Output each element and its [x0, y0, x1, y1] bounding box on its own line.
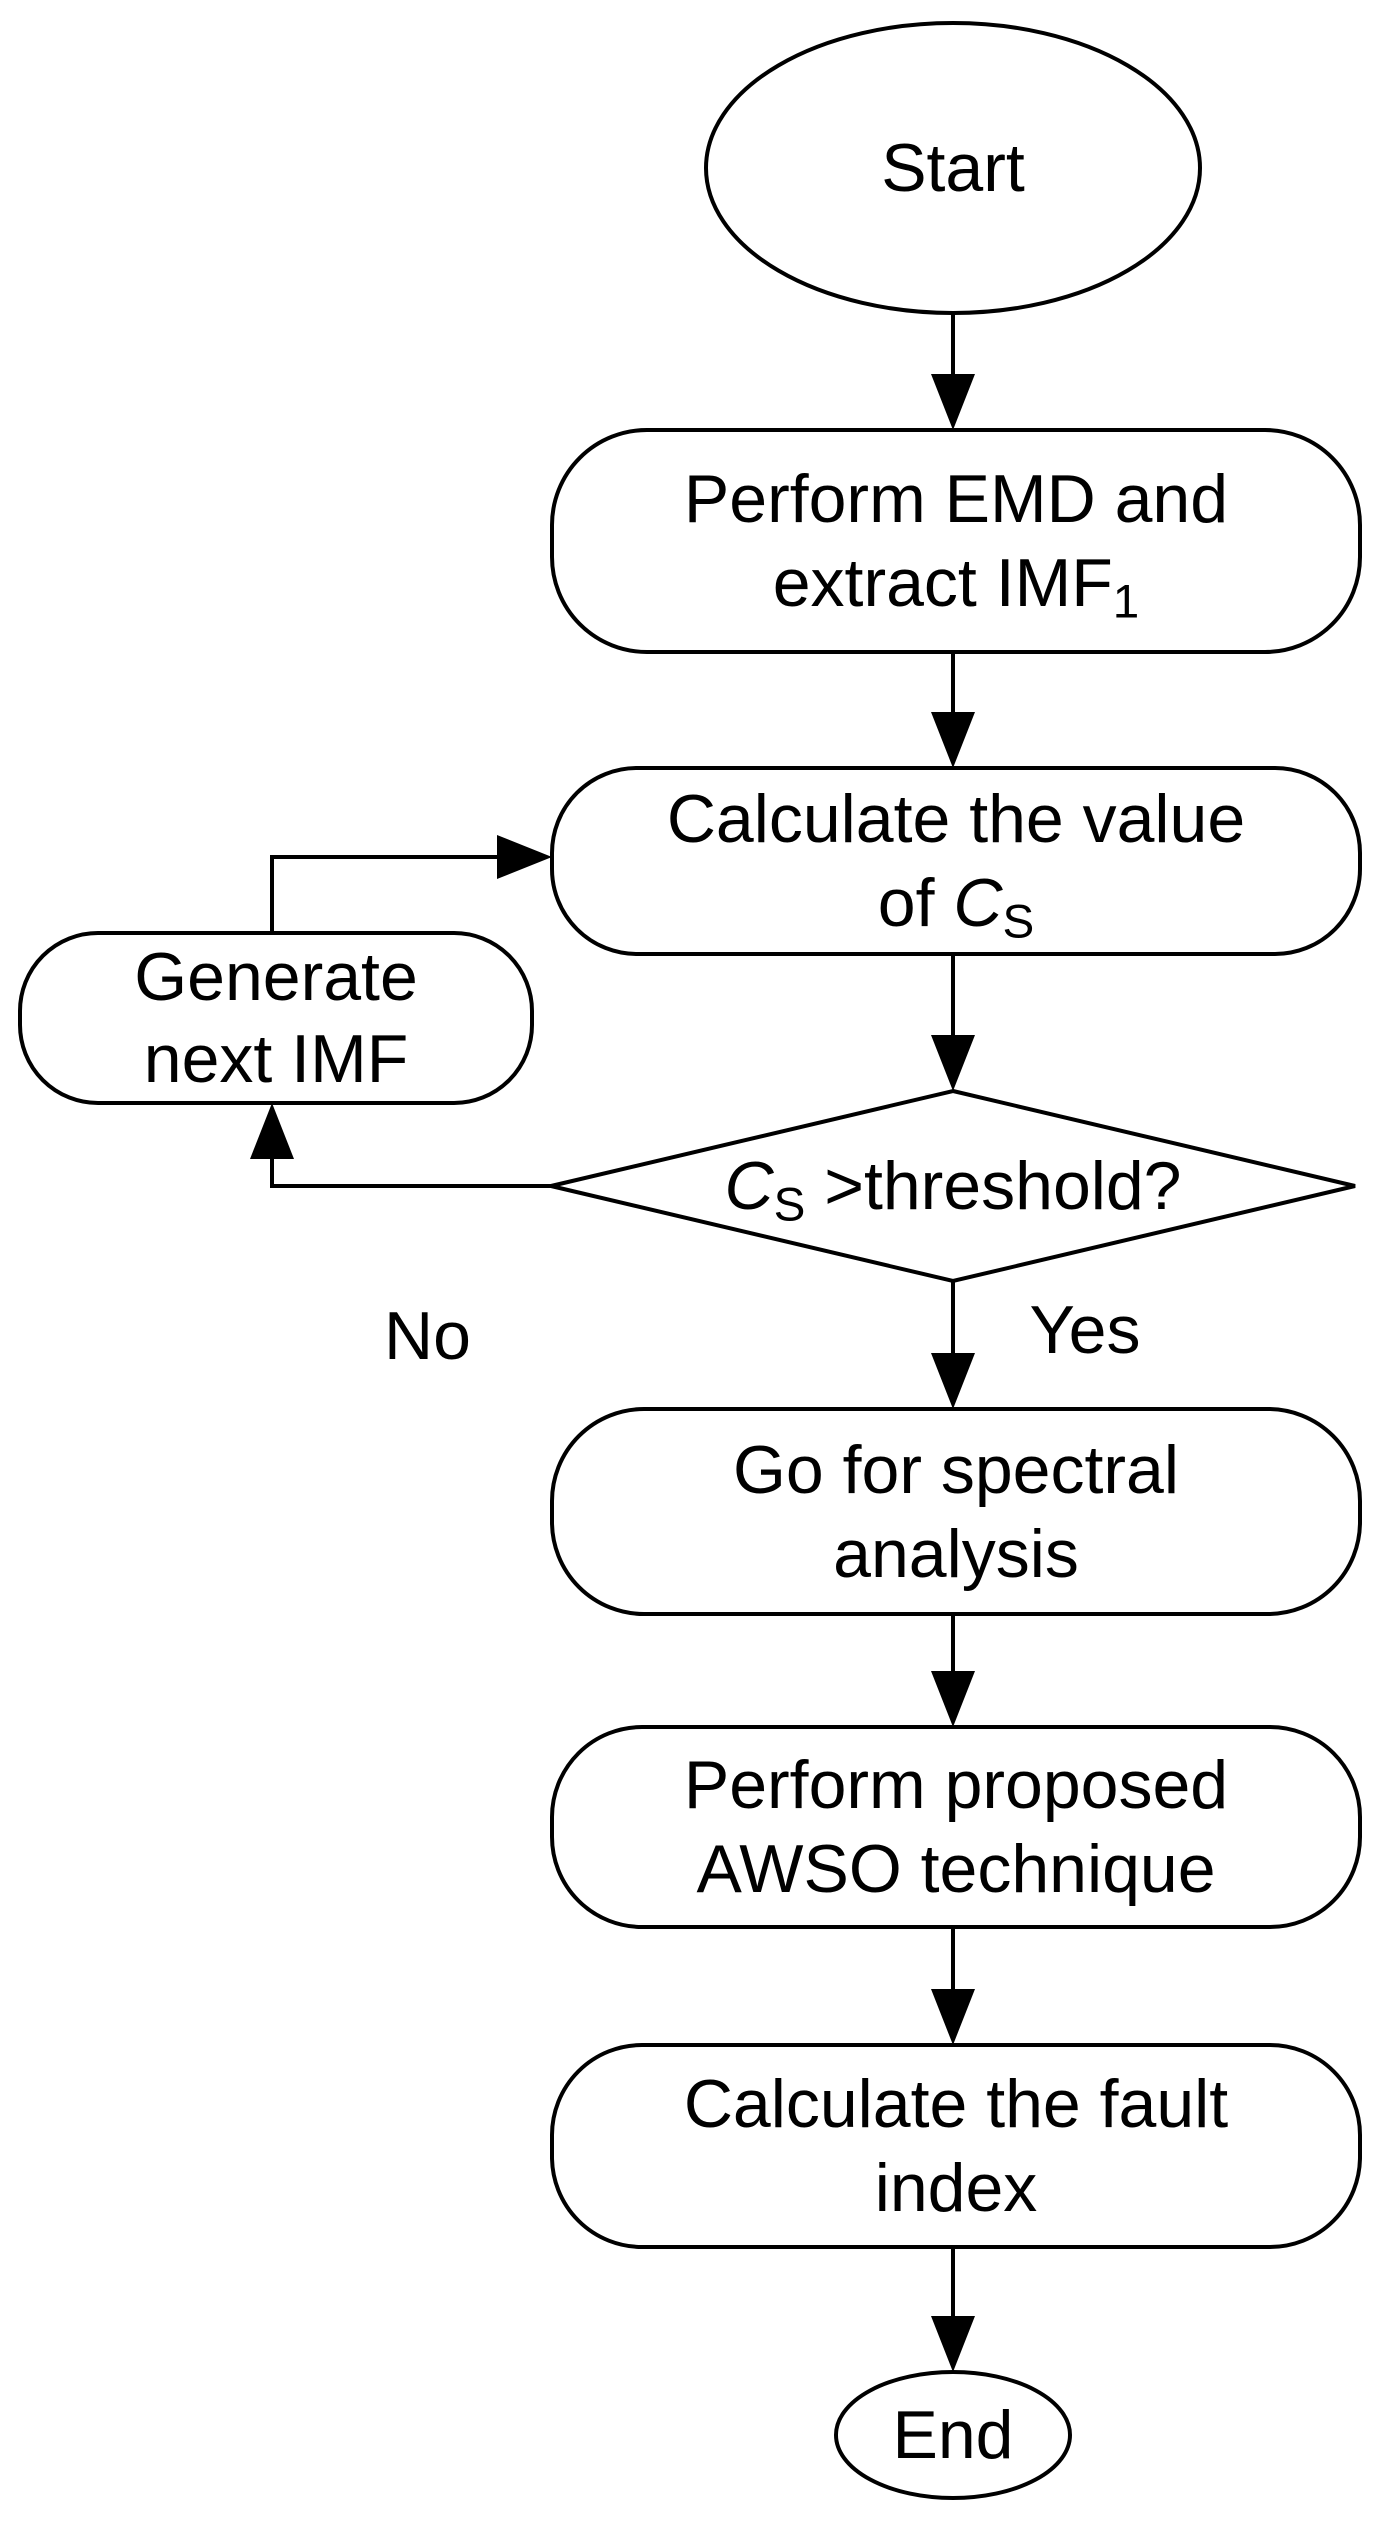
no-loop-lower-line — [270, 1155, 551, 1188]
arrow-fault-to-end-head — [931, 2316, 975, 2372]
go-line1: Go for spectral — [733, 1431, 1179, 1508]
edge-label-no: No — [384, 1298, 471, 1374]
decision-text: CS >threshold? — [724, 1148, 1182, 1232]
generate-box-shape — [18, 931, 534, 1105]
start-node-label: Start — [708, 23, 1198, 313]
generate-line2: next IMF — [143, 1021, 409, 1097]
no-loop-up-arrowhead — [250, 1103, 294, 1159]
fault-box-shape — [550, 2043, 1362, 2249]
edge-label-yes: Yes — [1029, 1292, 1141, 1368]
fault-line2: index — [874, 2150, 1038, 2226]
no-loop-upper-line — [270, 855, 501, 933]
go-box-shape — [550, 1407, 1362, 1616]
calc-box-shape — [550, 766, 1362, 956]
generate-node-label: Generate next IMF — [20, 933, 532, 1103]
arrow-start-to-emd-head — [931, 374, 975, 430]
calc-line2: of CS — [877, 865, 1035, 949]
calc-node-label: Calculate the value of CS — [552, 768, 1360, 954]
cs-variable: C — [953, 865, 1003, 941]
go-line2: analysis — [833, 1515, 1079, 1592]
fault-line1: Calculate the fault — [683, 2066, 1229, 2142]
decision-node-label: CS >threshold? — [551, 1091, 1355, 1281]
arrow-awso-to-fault-head — [931, 1989, 975, 2045]
emd-line1: Perform EMD and — [683, 461, 1229, 537]
calc-line1: Calculate the value — [666, 781, 1246, 857]
arrow-emd-to-calc-head — [931, 712, 975, 768]
emd-node-label: Perform EMD and extract IMF1 — [552, 430, 1360, 652]
end-text: End — [892, 2397, 1014, 2473]
fault-node-label: Calculate the fault index — [552, 2045, 1360, 2247]
generate-line1: Generate — [134, 939, 418, 1015]
arrow-calc-to-decision-head — [931, 1035, 975, 1091]
go-node-label: Go for spectral analysis — [552, 1409, 1360, 1614]
arrow-go-to-awso-head — [931, 1671, 975, 1727]
awso-line1: Perform proposed — [683, 1747, 1229, 1823]
arrow-decision-yes-head — [931, 1353, 975, 1409]
no-loop-right-arrowhead — [497, 835, 552, 879]
imf-subscript: 1 — [1112, 575, 1140, 629]
cs-variable: C — [724, 1148, 774, 1224]
emd-line2: extract IMF1 — [772, 545, 1140, 629]
end-node-label: End — [836, 2372, 1070, 2498]
start-text: Start — [881, 130, 1025, 206]
awso-line2: AWSO technique — [696, 1831, 1216, 1907]
emd-box-shape — [550, 428, 1362, 654]
cs-subscript: S — [773, 1178, 806, 1232]
awso-node-label: Perform proposed AWSO technique — [552, 1727, 1360, 1927]
cs-subscript: S — [1002, 895, 1035, 949]
awso-box-shape — [550, 1725, 1362, 1929]
